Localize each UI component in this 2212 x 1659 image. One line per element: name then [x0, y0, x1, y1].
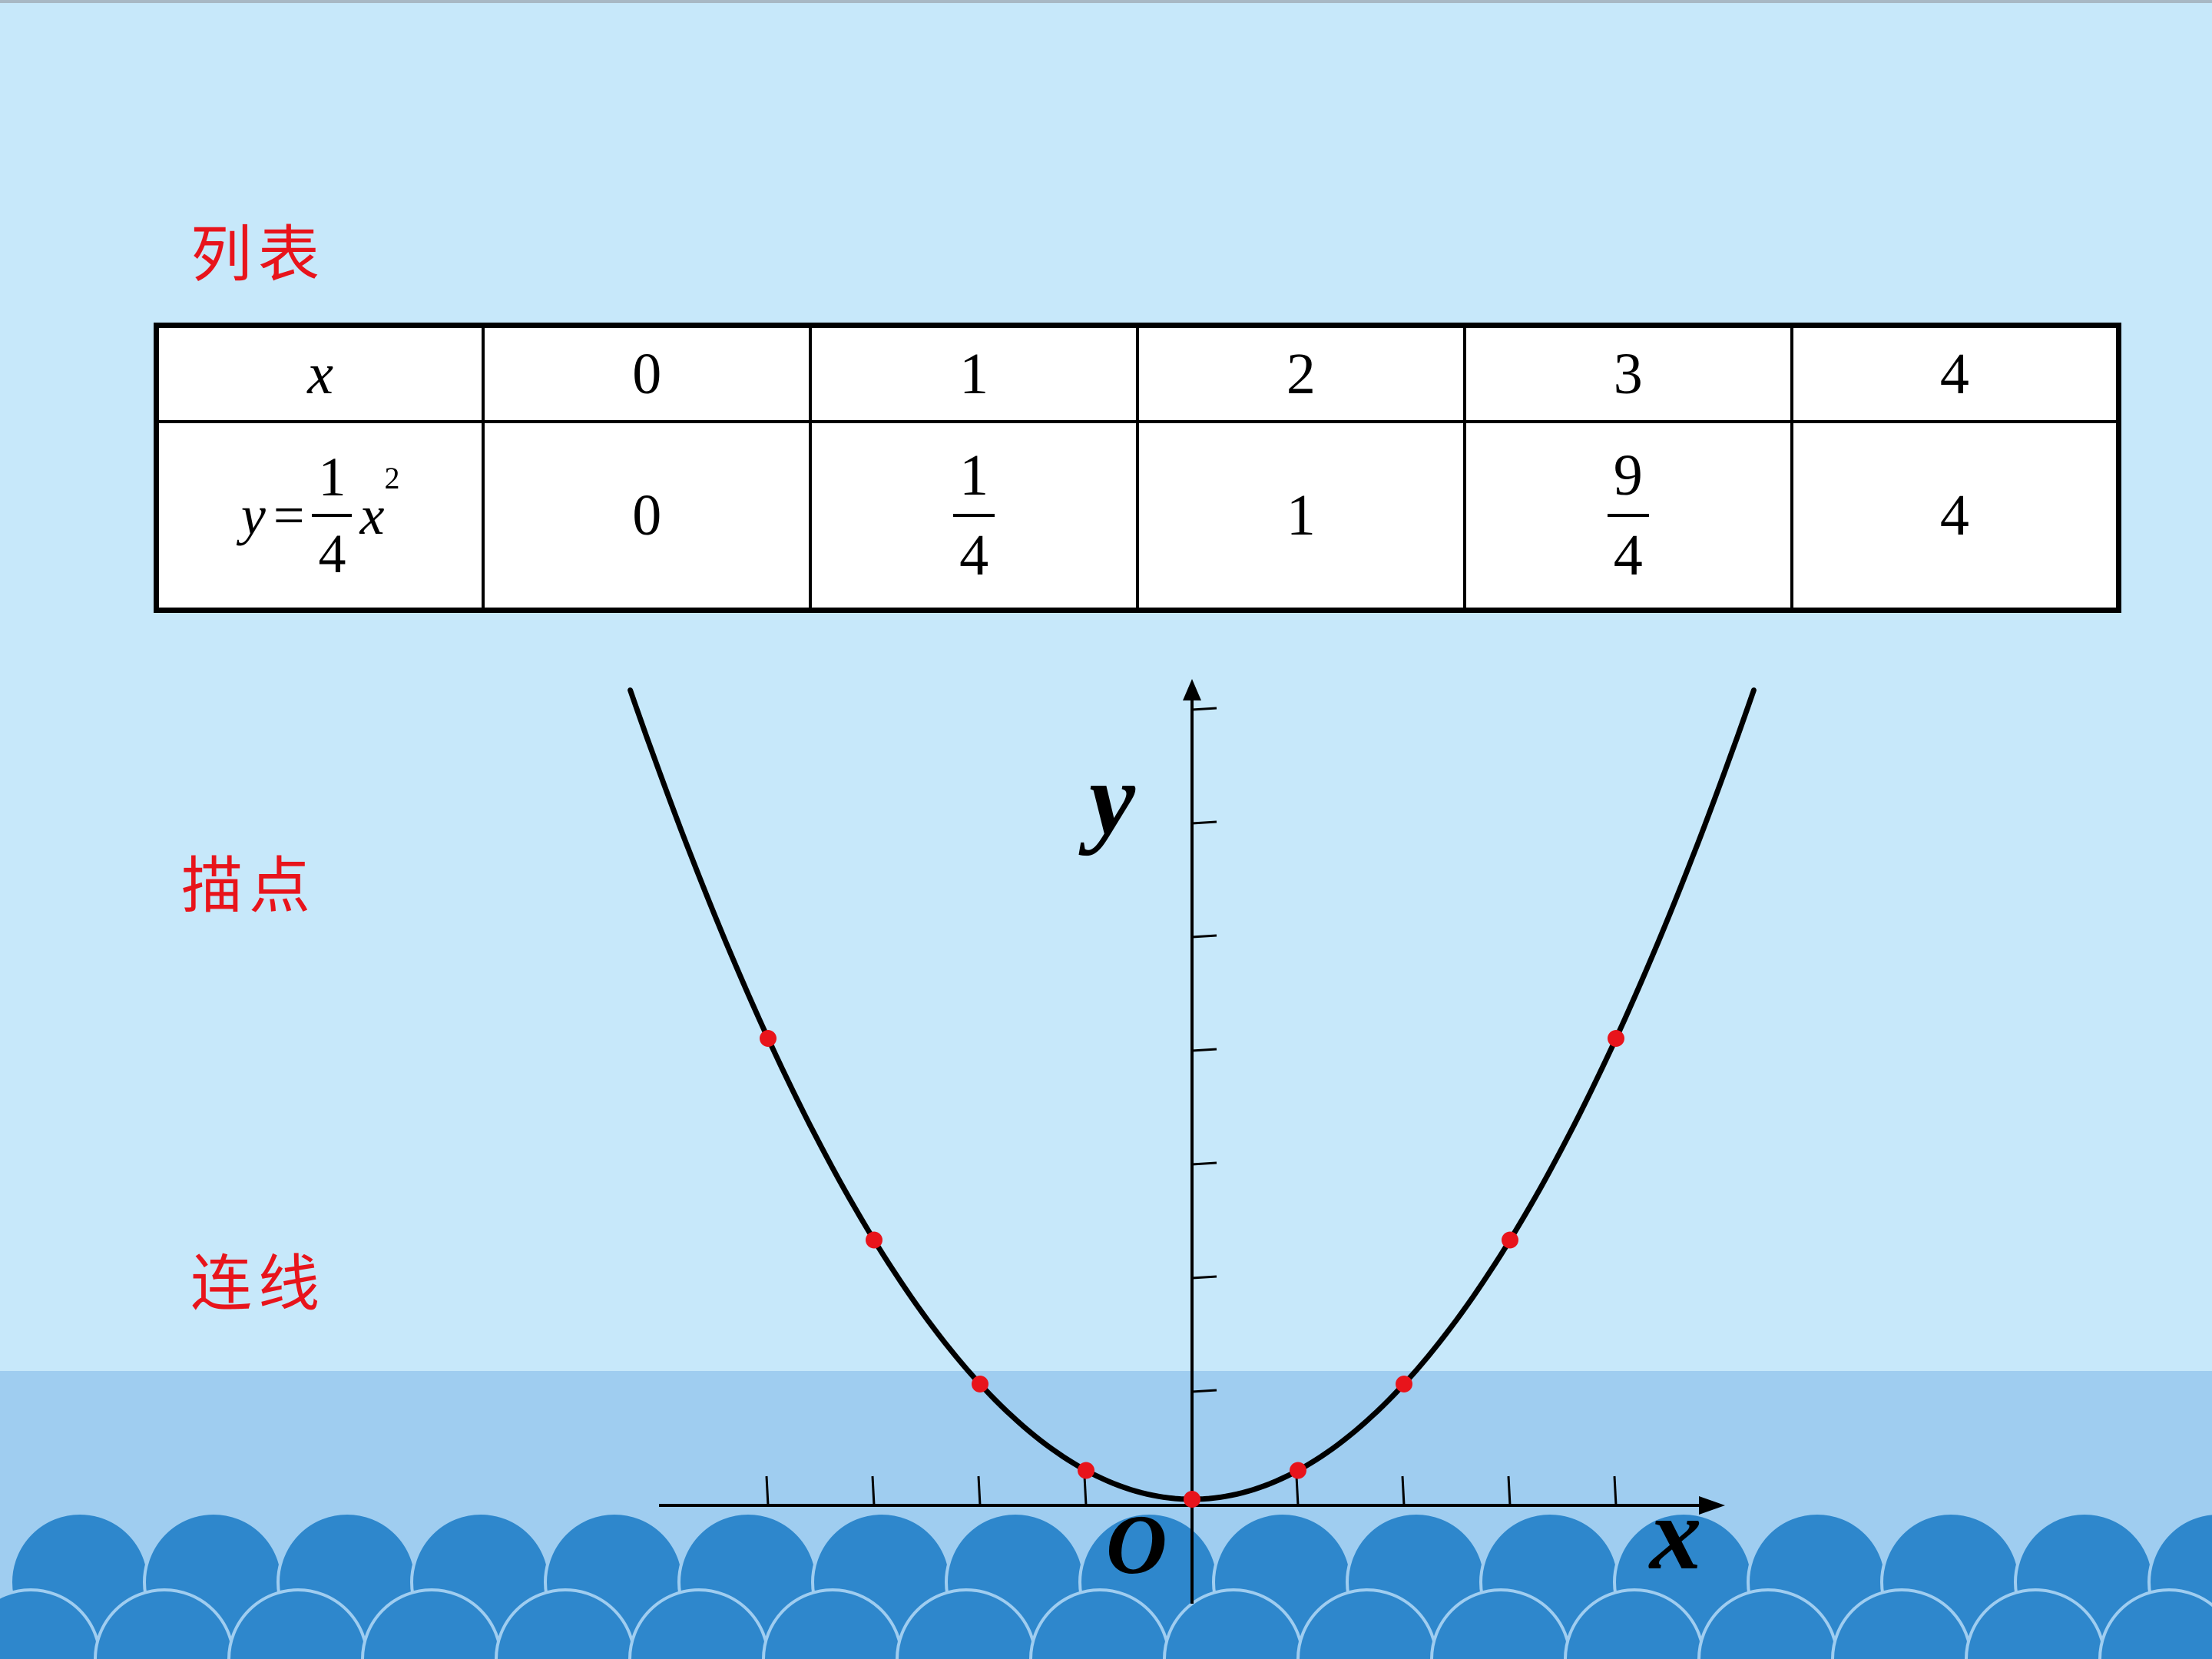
wave-bump: [1029, 1588, 1171, 1659]
fraction-bar: [1607, 514, 1649, 517]
x-value-cell: 2: [1135, 323, 1466, 423]
data-point: [1078, 1462, 1094, 1479]
step-label-table: 列表: [190, 219, 326, 290]
data-point: [972, 1376, 988, 1392]
x-tick: [871, 1475, 876, 1506]
wave-bump: [1296, 1588, 1438, 1659]
top-border-line: [0, 0, 2212, 3]
data-point: [866, 1231, 882, 1249]
data-point: [1396, 1376, 1412, 1392]
y-value-cell: 0: [482, 420, 813, 612]
formula-denominator: 4: [318, 523, 346, 584]
x-tick: [1613, 1475, 1618, 1506]
function-formula: y = 1 4 x2: [241, 449, 400, 581]
x-axis-arrow: [1699, 1496, 1725, 1515]
wave-bump: [1564, 1588, 1705, 1659]
table-row-y: y = 1 4 x2 0 1 4 1 9 4: [154, 420, 2121, 612]
x-axis-ticks: [765, 1475, 1618, 1506]
data-point: [1608, 1030, 1624, 1047]
fraction-bar: [312, 514, 353, 517]
y-value-fraction: 9 4: [1607, 443, 1649, 588]
y-value-cell: 1: [1135, 420, 1466, 612]
y-tick: [1191, 1048, 1217, 1052]
step-label-plot: 描点: [181, 850, 316, 922]
x-tick: [1295, 1475, 1300, 1506]
value-table: x 0 1 2 3 4 y = 1 4 x2 0 1 4: [154, 323, 2121, 613]
fraction-denominator: 4: [959, 523, 989, 588]
wave-bump: [2098, 1588, 2212, 1659]
wave-bump: [896, 1588, 1037, 1659]
x-tick: [765, 1475, 770, 1506]
wave-bump: [762, 1588, 903, 1659]
step-label-connect: 连线: [190, 1248, 326, 1320]
y-axis-arrow: [1183, 679, 1201, 700]
table-row-x: x 0 1 2 3 4: [154, 323, 2121, 423]
formula-fraction: 1 4: [312, 446, 353, 584]
wave-bump: [495, 1588, 636, 1659]
formula-exponent: 2: [384, 460, 400, 495]
wave-bump: [1965, 1588, 2106, 1659]
parabola-graph: y x O: [628, 679, 1757, 1604]
y-tick: [1191, 934, 1217, 939]
wave-bump: [1163, 1588, 1304, 1659]
wave-bump: [1697, 1588, 1839, 1659]
wave-bump: [0, 1588, 101, 1659]
y-value-cell: 9 4: [1462, 420, 1793, 612]
formula-y: y: [240, 484, 266, 546]
y-axis-ticks: [1191, 707, 1217, 1393]
wave-decoration: [0, 1512, 2212, 1659]
fraction-denominator: 4: [1613, 523, 1643, 588]
x-tick: [977, 1475, 982, 1506]
y-tick: [1191, 1161, 1217, 1166]
x-header: x: [307, 341, 334, 406]
fraction-numerator: 9: [1613, 443, 1643, 508]
wave-bump: [227, 1588, 369, 1659]
data-point: [1290, 1462, 1306, 1479]
x-tick: [1507, 1475, 1512, 1506]
y-tick: [1191, 820, 1217, 825]
x-value-cell: 0: [482, 323, 813, 423]
wave-bump: [94, 1588, 235, 1659]
wave-bump: [1430, 1588, 1571, 1659]
fraction-bar: [953, 514, 995, 517]
x-value-cell: 3: [1462, 323, 1793, 423]
wave-bump: [361, 1588, 502, 1659]
data-point: [760, 1030, 777, 1047]
y-value-cell: 4: [1790, 420, 2121, 612]
x-header-cell: x: [154, 323, 485, 423]
origin-label: O: [1106, 1498, 1167, 1591]
y-tick: [1191, 1389, 1217, 1393]
formula-numerator: 1: [318, 446, 346, 508]
y-header-cell: y = 1 4 x2: [154, 420, 485, 612]
y-tick: [1191, 1275, 1217, 1280]
data-point: [1502, 1231, 1518, 1249]
plotted-points: [760, 1030, 1624, 1508]
formula-x: x: [359, 484, 385, 546]
wave-bump: [628, 1588, 770, 1659]
fraction-numerator: 1: [959, 443, 989, 508]
x-tick: [1401, 1475, 1406, 1506]
formula-equals: =: [273, 484, 305, 546]
y-tick: [1191, 707, 1217, 711]
wave-bump: [1831, 1588, 1972, 1659]
x-value-cell: 1: [809, 323, 1139, 423]
y-value-cell: 1 4: [809, 420, 1139, 612]
x-tick: [1083, 1475, 1088, 1506]
y-value-fraction: 1 4: [953, 446, 995, 584]
x-value-cell: 4: [1790, 323, 2121, 423]
data-point: [1184, 1491, 1200, 1508]
x-axis-label: x: [1648, 1477, 1702, 1591]
